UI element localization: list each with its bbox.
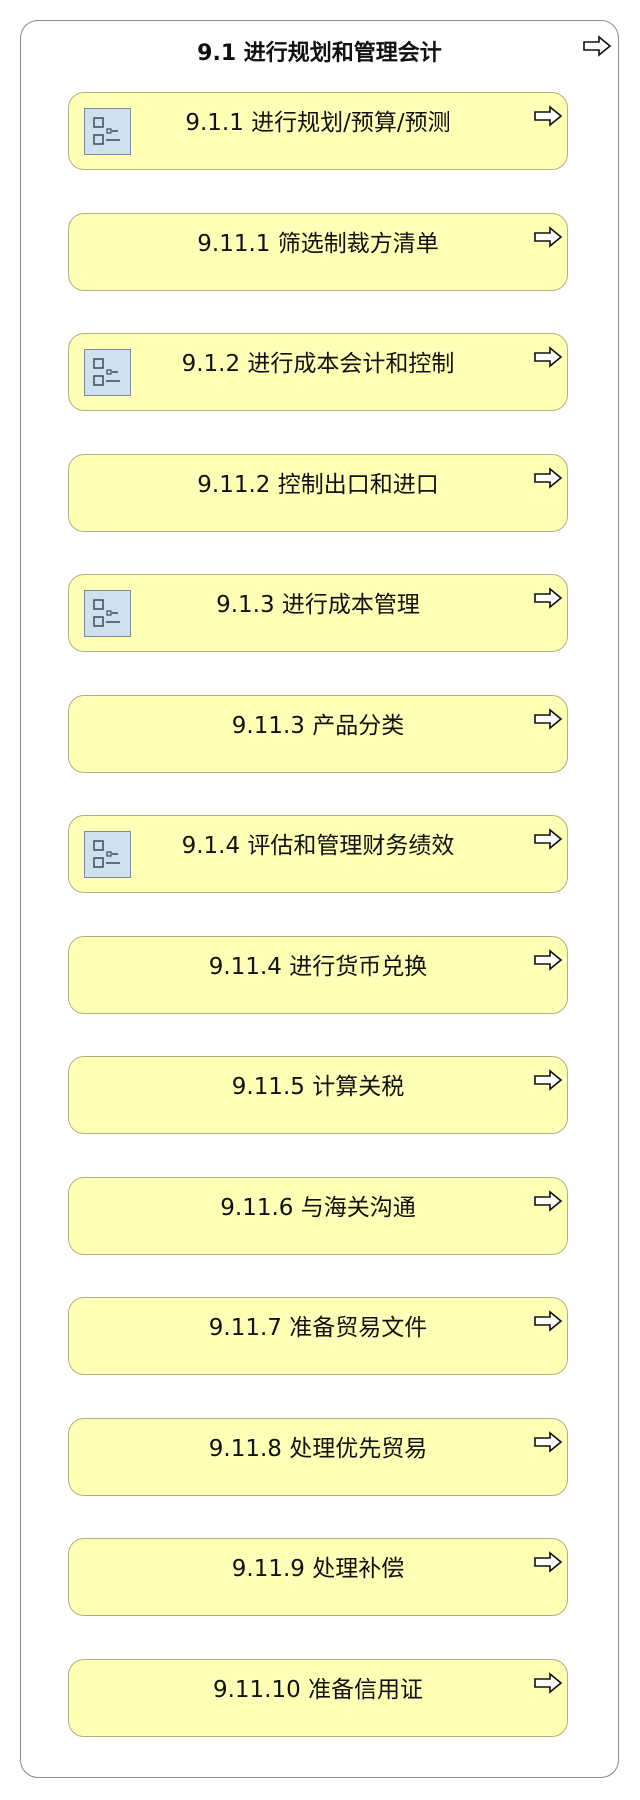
- process-arrow-icon: [533, 949, 563, 971]
- process-arrow-icon: [533, 828, 563, 850]
- process-arrow-icon: [533, 226, 563, 248]
- process-arrow-icon: [533, 1069, 563, 1091]
- process-box[interactable]: 9.1.2 进行成本会计和控制: [68, 333, 568, 411]
- process-box[interactable]: 9.11.7 准备贸易文件: [68, 1297, 568, 1375]
- process-box[interactable]: 9.11.9 处理补偿: [68, 1538, 568, 1616]
- process-arrow-icon: [582, 35, 612, 57]
- process-label: 9.11.7 准备贸易文件: [208, 1315, 428, 1341]
- process-label: 9.1.3 进行成本管理: [216, 592, 420, 618]
- process-label: 9.1.2 进行成本会计和控制: [181, 351, 455, 377]
- process-label: 9.11.2 控制出口和进口: [197, 472, 439, 498]
- process-box[interactable]: 9.11.6 与海关沟通: [68, 1177, 568, 1255]
- process-label: 9.11.10 准备信用证: [212, 1677, 424, 1703]
- process-box[interactable]: 9.11.1 筛选制裁方清单: [68, 213, 568, 291]
- process-box[interactable]: 9.1.3 进行成本管理: [68, 574, 568, 652]
- process-label: 9.11.1 筛选制裁方清单: [197, 231, 439, 257]
- process-label: 9.11.3 产品分类: [231, 713, 405, 739]
- process-box[interactable]: 9.11.5 计算关税: [68, 1056, 568, 1134]
- process-box[interactable]: 9.1.4 评估和管理财务绩效: [68, 815, 568, 893]
- process-arrow-icon: [533, 708, 563, 730]
- subprocess-icon: [84, 590, 131, 637]
- process-arrow-icon: [533, 1672, 563, 1694]
- process-arrow-icon: [533, 105, 563, 127]
- process-label: 9.1.4 评估和管理财务绩效: [181, 833, 455, 859]
- process-arrow-icon: [533, 1310, 563, 1332]
- subprocess-icon: [84, 831, 131, 878]
- process-arrow-icon: [533, 346, 563, 368]
- container-title: 9.1 进行规划和管理会计: [197, 41, 442, 66]
- process-box[interactable]: 9.1.1 进行规划/预算/预测: [68, 92, 568, 170]
- process-box[interactable]: 9.11.2 控制出口和进口: [68, 454, 568, 532]
- process-arrow-icon: [533, 1551, 563, 1573]
- process-box[interactable]: 9.11.8 处理优先贸易: [68, 1418, 568, 1496]
- process-arrow-icon: [533, 587, 563, 609]
- subprocess-icon: [84, 349, 131, 396]
- process-box[interactable]: 9.11.10 准备信用证: [68, 1659, 568, 1737]
- process-box[interactable]: 9.11.4 进行货币兑换: [68, 936, 568, 1014]
- process-arrow-icon: [533, 1431, 563, 1453]
- process-box[interactable]: 9.11.3 产品分类: [68, 695, 568, 773]
- process-label: 9.11.8 处理优先贸易: [208, 1436, 428, 1462]
- process-label: 9.11.9 处理补偿: [231, 1556, 405, 1582]
- process-arrow-icon: [533, 1190, 563, 1212]
- process-label: 9.11.4 进行货币兑换: [208, 954, 428, 980]
- process-arrow-icon: [533, 467, 563, 489]
- subprocess-icon: [84, 108, 131, 155]
- process-label: 9.1.1 进行规划/预算/预测: [185, 110, 451, 136]
- process-label: 9.11.6 与海关沟通: [220, 1195, 416, 1221]
- process-label: 9.11.5 计算关税: [231, 1074, 405, 1100]
